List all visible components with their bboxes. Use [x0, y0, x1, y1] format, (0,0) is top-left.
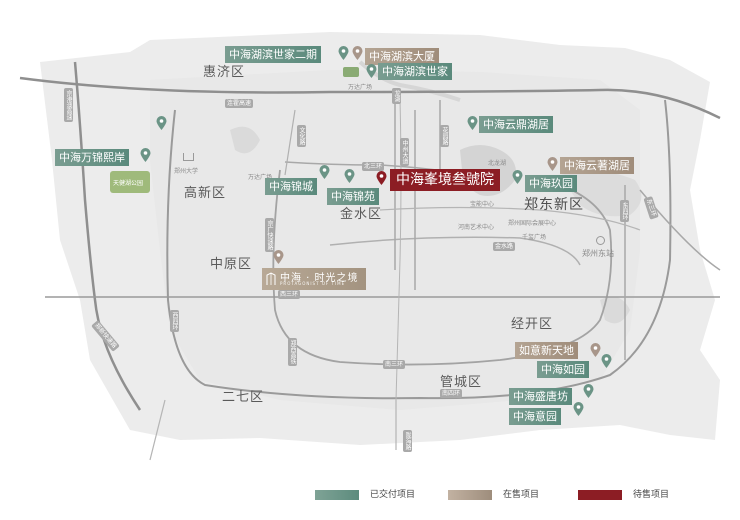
project-fengjing[interactable]: 中海峯境叁號院 [390, 169, 500, 191]
project-shengtangfang[interactable]: 中海盛唐坊 [509, 388, 572, 405]
road-label-south-third-ring: 南三环 [383, 360, 406, 369]
location-pin-icon [376, 171, 387, 185]
district-jinshui: 金水区 [340, 207, 383, 222]
poi-henan-art: 河南艺术中心 [458, 224, 495, 231]
fourth-ring [166, 99, 672, 400]
location-pin-icon [352, 46, 363, 60]
location-pin-icon [512, 170, 523, 184]
location-pin-icon [366, 64, 377, 78]
road-label-huayuan: 花园路 [440, 125, 449, 147]
legend-swatch-upcoming [578, 490, 622, 500]
project-jinyuan[interactable]: 中海锦苑 [327, 188, 379, 205]
location-pin-icon [273, 250, 284, 264]
project-ruyuan[interactable]: 中海如园 [537, 361, 589, 378]
road-label-south-fourth-ring: 南四环 [440, 389, 463, 398]
project-hubin-dasha[interactable]: 中海湖滨大厦 [365, 48, 439, 65]
location-pin-icon [338, 46, 349, 60]
road-label-longhai: 陇海路 [403, 430, 412, 452]
project-shiguang-subtitle: PROTAGONIST OF TIME [280, 281, 346, 286]
project-shiguang-name: 中海 · 时光之境 [280, 273, 359, 284]
road-label-jingguang-w: 京广快速路 [265, 218, 274, 252]
inner-ring [329, 236, 581, 266]
district-huiji: 惠济区 [203, 65, 246, 80]
poi-intl-center: 郑州国际会展中心 [508, 220, 557, 227]
poi-beilonghu: 北龙湖 [488, 160, 507, 167]
poi-zhengzhou-uni: 郑州大学 [174, 168, 199, 175]
poi-east-station: 郑州东站 [582, 249, 614, 258]
location-pin-icon [590, 343, 601, 357]
west-road [284, 109, 296, 176]
park-tiantian: 天健湖公园 [110, 171, 150, 193]
green-cluster-2 [600, 296, 630, 324]
project-hubin-shijia-2[interactable]: 中海湖滨世家二期 [225, 46, 321, 63]
road-label-jinshui: 金水路 [493, 242, 516, 251]
district-zhongyuan: 中原区 [210, 257, 253, 272]
legend-label-upcoming: 待售项目 [633, 490, 670, 500]
district-erqi: 二七区 [222, 390, 265, 405]
outer-ring-west [73, 61, 142, 411]
location-pin-icon [601, 354, 612, 368]
road-label-west-third-ring: 西三环 [278, 290, 301, 299]
legend-swatch-delivered [315, 490, 359, 500]
location-pin-icon [344, 169, 355, 183]
third-ring [272, 169, 613, 366]
legend-label-on-sale: 在售项目 [503, 490, 540, 500]
location-pin-icon [140, 148, 151, 162]
district-guancheng: 管城区 [440, 375, 483, 390]
road-label-lianhuo: 连霍高速 [225, 99, 254, 108]
location-pin-icon [319, 165, 330, 179]
district-gaoxin: 高新区 [184, 186, 227, 201]
road-label-west-fourth-ring: 西四环 [170, 310, 179, 332]
project-yiyuan[interactable]: 中海意园 [509, 408, 561, 425]
road-label-zhongzhou: 中州大道 [400, 138, 409, 166]
poi-wanda-west: 万达广场 [248, 174, 273, 181]
park-north [343, 67, 359, 77]
project-yunzhu-huju[interactable]: 中海云著湖居 [560, 157, 634, 174]
location-pin-icon [547, 157, 558, 171]
poi-wanda-north: 万达广场 [348, 84, 373, 91]
district-jingkai: 经开区 [511, 317, 554, 332]
poi-qianxi: 千玺广场 [522, 234, 547, 241]
building-icon [266, 272, 276, 285]
road-label-wenhua: 文化路 [297, 125, 306, 147]
district-zhengdong: 郑东新区 [524, 197, 584, 213]
project-wanjin-xian[interactable]: 中海万锦熙岸 [55, 149, 129, 166]
project-shiguang[interactable]: 中海 · 时光之境 PROTAGONIST OF TIME [262, 268, 366, 290]
location-pin-icon [156, 116, 167, 130]
university-icon [183, 153, 194, 161]
project-jincheng[interactable]: 中海锦城 [265, 178, 317, 195]
road-label-north-third-ring: 北三环 [362, 162, 385, 171]
road-label-longhu: 龙湖 [392, 88, 401, 104]
poi-suoling: 宝能中心 [470, 201, 495, 208]
station-icon [596, 236, 605, 245]
location-pin-icon [583, 384, 594, 398]
southwest-road [149, 399, 166, 461]
green-cluster [230, 126, 260, 154]
location-pin-icon [573, 402, 584, 416]
road-label-jingguang: 京港澳高速 [64, 88, 73, 122]
road-label-dongsihuan: 东四环 [620, 200, 629, 222]
project-ruyi-xintiandi[interactable]: 如意新天地 [515, 342, 578, 359]
legend-swatch-on-sale [448, 490, 492, 500]
project-jiuyuan[interactable]: 中海玖园 [525, 175, 577, 192]
location-pin-icon [467, 116, 478, 130]
legend-label-delivered: 已交付项目 [370, 490, 416, 500]
project-yunding-huju[interactable]: 中海云鼎湖居 [479, 116, 553, 133]
project-hubin-shijia[interactable]: 中海湖滨世家 [378, 63, 452, 80]
north-highway [19, 76, 721, 120]
railway [379, 206, 641, 231]
road-label-zhengxi: 郑西高铁 [288, 338, 297, 366]
